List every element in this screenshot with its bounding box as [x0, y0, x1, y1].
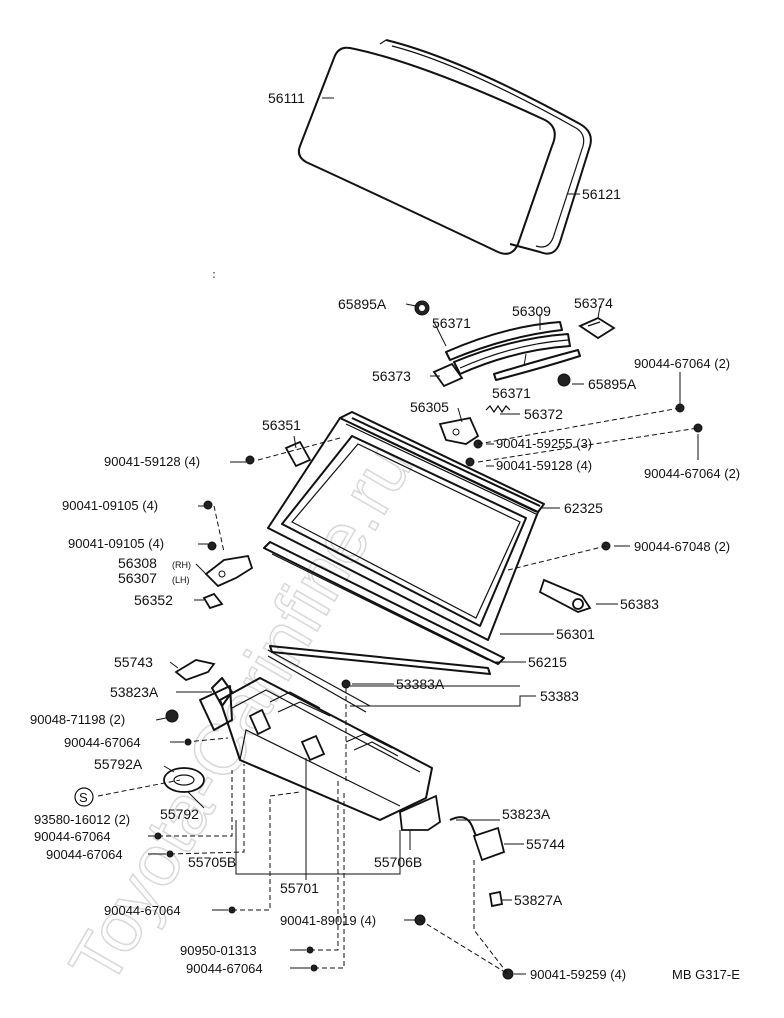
plug-symbol: S [79, 790, 88, 805]
retainer-clip [414, 300, 430, 316]
label-screw-67064-mid: 90044-67064 (2) [644, 466, 740, 481]
label-retainer-top: 65895A [338, 296, 387, 312]
label-screw-67064-b2: 90044-67064 [186, 961, 263, 976]
seal-strip-cowl [267, 649, 371, 713]
label-retainer-right: 65895A [588, 376, 637, 392]
grommet [163, 767, 205, 793]
label-panel-l: 55705B [188, 854, 236, 870]
label-seal-lower: 56371 [492, 385, 531, 401]
label-bolt-59128-left: 90041-59128 (4) [104, 454, 200, 469]
cap-piece [578, 316, 616, 340]
plate-left [202, 592, 224, 610]
label-bolt-59259: 90041-59259 (4) [530, 967, 626, 982]
bolt-left [203, 455, 255, 551]
label-washer-01313: 90950-01313 [180, 943, 257, 958]
label-bolt-59128-right: 90041-59128 (4) [496, 458, 592, 473]
label-hinge: 56305 [410, 399, 449, 415]
label-lock-lever: 55743 [114, 654, 153, 670]
label-panel-r: 55706B [374, 854, 422, 870]
lock-lever [174, 659, 216, 682]
hinge-left [204, 554, 254, 588]
label-screw-67048: 90044-67048 (2) [634, 539, 730, 554]
label-screw-67064-l2: 90044-67064 [34, 829, 111, 844]
pad-block [432, 362, 464, 388]
label-grommet: 55792 [160, 806, 199, 822]
label-bolt-09105-a: 90041-09105 (4) [62, 498, 158, 513]
label-hinge-lh-side: (LH) [172, 575, 190, 585]
hinge-bracket [284, 440, 312, 468]
label-garnish: 56309 [512, 303, 551, 319]
label-cap: 56374 [574, 295, 613, 311]
label-panel: 55701 [280, 880, 319, 896]
plug-symbol-circle [74, 787, 94, 807]
label-seal-strip: 62325 [564, 500, 603, 516]
label-bracket: 56351 [262, 417, 301, 433]
stay-cylinder [538, 578, 592, 613]
garnish-strip [445, 321, 571, 375]
label-lock-a: 53823A [110, 684, 159, 700]
label-screw-67064-l3: 90044-67064 [46, 847, 123, 862]
label-frame: 56301 [556, 626, 595, 642]
label-plug: 93580-16012 (2) [34, 812, 130, 827]
latch-cable [449, 816, 477, 837]
clip-round [165, 709, 179, 723]
label-bolt-59255: 90041-59255 (3) [496, 436, 592, 451]
door-lower-rail [263, 541, 505, 665]
label-pad: 56373 [372, 368, 411, 384]
guide-lines [97, 272, 699, 975]
label-hinge-rh: 56308 [118, 555, 157, 571]
label-clip-71198: 90048-71198 (2) [30, 712, 125, 727]
label-bolt-09105-b: 90041-09105 (4) [68, 536, 164, 551]
label-plate: 56352 [134, 592, 173, 608]
side-bracket-l [199, 685, 233, 731]
label-bolt-89019: 90041-89019 (4) [280, 913, 376, 928]
label-spring: 56372 [524, 406, 563, 422]
label-hood-cushion-a: 53383A [396, 676, 445, 692]
label-latch-pin: 53827A [514, 892, 563, 908]
label-latch: 55744 [526, 836, 565, 852]
label-screw-67064-b1: 90044-67064 [104, 903, 181, 918]
label-hinge-lh: 56307 [118, 570, 157, 586]
spring-part [485, 404, 511, 414]
hood-cushion [341, 679, 351, 689]
label-lock-b: 53823A [502, 806, 551, 822]
side-bracket-r [399, 794, 441, 831]
label-screw-67064-l1: 90044-67064 [64, 735, 141, 750]
windshield-weatherstrip [379, 39, 592, 255]
seal-strip-upper [351, 417, 541, 513]
label-hinge-rh-side: (RH) [172, 560, 191, 570]
door-frame [267, 411, 545, 641]
label-grommet-a: 55792A [94, 756, 143, 772]
lower-seal-strip [269, 645, 491, 675]
latch [472, 826, 506, 862]
latch-pin [488, 890, 504, 908]
label-hood-cushion: 53383 [540, 688, 579, 704]
hinge-part [438, 416, 480, 445]
diagram-code: MB G317-E [672, 967, 740, 982]
label-weatherstrip: 56121 [582, 186, 621, 202]
retainer-clip-right [557, 373, 571, 387]
label-lower-seal: 56215 [528, 654, 567, 670]
leader-lines [148, 97, 699, 975]
windshield-glass [297, 46, 556, 255]
cowl-panel [219, 677, 433, 821]
labels: 56111 56121 65895A 56371 56309 56374 563… [30, 90, 740, 982]
lock-rod [211, 677, 233, 707]
label-seal-upper: 56371 [432, 315, 471, 331]
label-stay: 56383 [620, 596, 659, 612]
label-screw-67064-top: 90044-67064 (2) [634, 356, 730, 371]
label-glass: 56111 [268, 90, 305, 106]
